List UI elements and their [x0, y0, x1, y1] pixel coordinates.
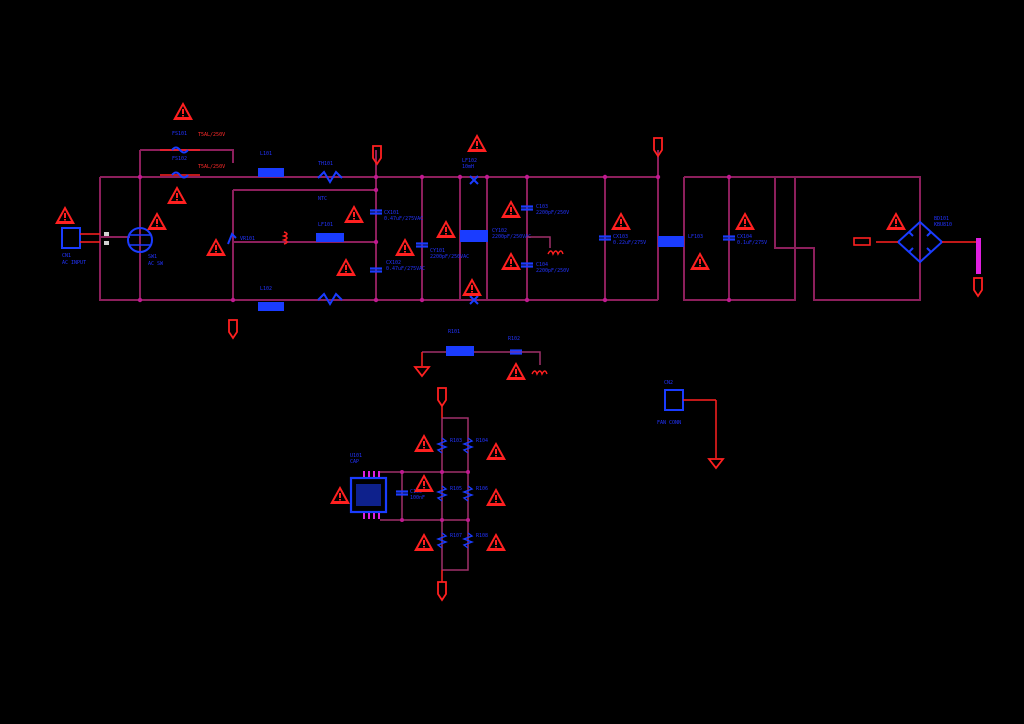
thermistor: TH101 NTC: [317, 161, 343, 202]
svg-text:CX102: CX102: [386, 260, 401, 266]
svg-text:FS101: FS101: [172, 131, 187, 137]
svg-text:CX101: CX101: [384, 210, 399, 216]
main-wires: [99, 149, 921, 301]
svg-text:LF101: LF101: [318, 222, 333, 228]
svg-text:0.1uF/275V: 0.1uF/275V: [737, 240, 767, 246]
svg-text:VR101: VR101: [240, 236, 255, 242]
ic-u101: U101 CAP C105 100nF: [349, 453, 425, 519]
warning-triangle-icon: [55, 102, 906, 551]
svg-text:LF103: LF103: [688, 234, 703, 240]
cap-c104: C104 2200pF/250V: [519, 262, 569, 274]
fuse-f1: FS101 T5AL/250V: [160, 131, 225, 154]
lower-branch: R101 R102: [421, 329, 548, 376]
svg-text:L102: L102: [260, 286, 272, 292]
svg-text:CN2: CN2: [664, 380, 673, 386]
svg-text:2200pF/250V: 2200pF/250V: [536, 268, 569, 274]
cap-cx102: CX102 0.47uF/275VAC: [368, 260, 425, 273]
junction-dots: [137, 174, 732, 303]
svg-text:2200pF/250V: 2200pF/250V: [536, 210, 569, 216]
common-mode-choke: LF102 10mH CY102 2200pF/250VAC: [460, 158, 531, 305]
svg-text:KBU810: KBU810: [934, 222, 952, 228]
svg-text:U101: U101: [350, 453, 362, 459]
svg-text:R105: R105: [450, 486, 462, 492]
sw1-desc-label: AC SW: [148, 261, 164, 267]
svg-text:T5AL/250V: T5AL/250V: [198, 132, 225, 138]
svg-text:L101: L101: [260, 151, 272, 157]
fan-connector: CN2 FAN CONN: [657, 380, 717, 458]
svg-text:R102: R102: [508, 336, 520, 342]
bridge-rectifier: BD101 KBU810: [853, 216, 981, 274]
svg-text:C104: C104: [536, 262, 548, 268]
inductor-l101: L101: [258, 151, 284, 177]
svg-text:CY102: CY102: [492, 228, 507, 234]
svg-text:TH101: TH101: [318, 161, 333, 167]
svg-text:10mH: 10mH: [462, 164, 474, 170]
svg-text:100nF: 100nF: [410, 495, 425, 501]
j1-ref-label: CN1: [62, 253, 71, 259]
resistor-ladder: R103 R104 R105 R106 R107 R108: [380, 405, 488, 582]
svg-text:LF102: LF102: [462, 158, 477, 164]
svg-text:CX104: CX104: [737, 234, 752, 240]
cap-cx101: CX101 0.47uF/275VAC: [368, 209, 423, 222]
varistor: VR101: [227, 232, 255, 245]
svg-text:C105: C105: [410, 489, 422, 495]
svg-text:R104: R104: [476, 438, 488, 444]
cap-cy101: CY101 2200pF/250VAC: [414, 242, 469, 260]
svg-text:R101: R101: [448, 329, 460, 335]
svg-text:CAP: CAP: [350, 459, 359, 465]
svg-text:BD101: BD101: [934, 216, 949, 222]
svg-text:2200pF/250VAC: 2200pF/250VAC: [492, 234, 531, 240]
ac-switch: SW1 AC SW: [127, 227, 164, 267]
svg-text:2200pF/250VAC: 2200pF/250VAC: [430, 254, 469, 260]
svg-text:FS102: FS102: [172, 156, 187, 162]
svg-text:R103: R103: [450, 438, 462, 444]
inductor-lf101: LF101: [316, 222, 344, 242]
svg-text:R106: R106: [476, 486, 488, 492]
coil-symbol: [281, 231, 288, 245]
svg-text:CX103: CX103: [613, 234, 628, 240]
svg-text:T5AL/250V: T5AL/250V: [198, 164, 225, 170]
cap-cx104: CX104 0.1uF/275V: [721, 234, 767, 246]
svg-text:CY101: CY101: [430, 248, 445, 254]
svg-text:NTC: NTC: [318, 196, 327, 202]
j1-desc-label: AC INPUT: [62, 260, 86, 266]
cap-c103: C103 2200pF/250V: [519, 204, 569, 256]
fuse-f2: FS102 T5AL/250V: [160, 156, 225, 179]
svg-text:C103: C103: [536, 204, 548, 210]
svg-text:0.47uF/275VAC: 0.47uF/275VAC: [386, 266, 425, 272]
svg-text:FAN CONN: FAN CONN: [657, 420, 681, 426]
inductor-lf103: LF103: [658, 234, 703, 247]
svg-text:R108: R108: [476, 533, 488, 539]
svg-text:0.22uF/275V: 0.22uF/275V: [613, 240, 646, 246]
inductor-l102: L102: [258, 286, 343, 311]
svg-text:R107: R107: [450, 533, 462, 539]
sw1-ref-label: SW1: [148, 254, 157, 260]
cap-cx103: CX103 0.22uF/275V: [597, 234, 646, 246]
svg-text:0.47uF/275VAC: 0.47uF/275VAC: [384, 216, 423, 222]
input-connector: CN1 AC INPUT: [61, 227, 109, 266]
